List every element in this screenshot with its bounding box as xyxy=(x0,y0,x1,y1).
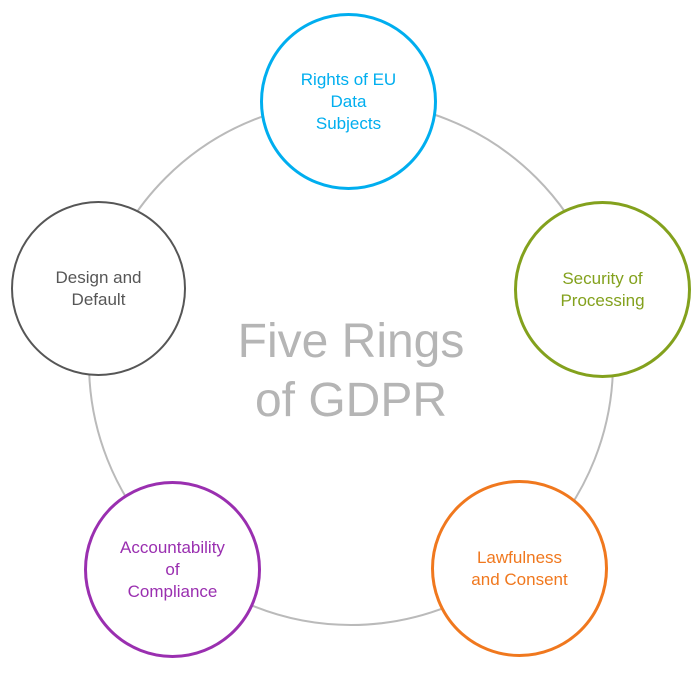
node-lawfulness-and-consent: Lawfulness and Consent xyxy=(431,480,608,657)
node-design-and-default: Design and Default xyxy=(11,201,186,376)
node-label: Security of Processing xyxy=(560,268,645,310)
diagram-title: Five Rings of GDPR xyxy=(238,312,465,430)
node-label: Accountability of Compliance xyxy=(120,537,225,601)
node-rights-of-eu-data-subjects: Rights of EU Data Subjects xyxy=(260,13,437,190)
node-label: Rights of EU Data Subjects xyxy=(300,69,397,133)
node-accountability-of-compliance: Accountability of Compliance xyxy=(84,481,261,658)
diagram-title-line2: of GDPR xyxy=(254,374,448,427)
node-label: Design and Default xyxy=(55,267,142,309)
diagram-title-line1: Five Rings xyxy=(237,315,465,368)
node-label: Lawfulness and Consent xyxy=(471,547,568,589)
node-security-of-processing: Security of Processing xyxy=(514,201,691,378)
